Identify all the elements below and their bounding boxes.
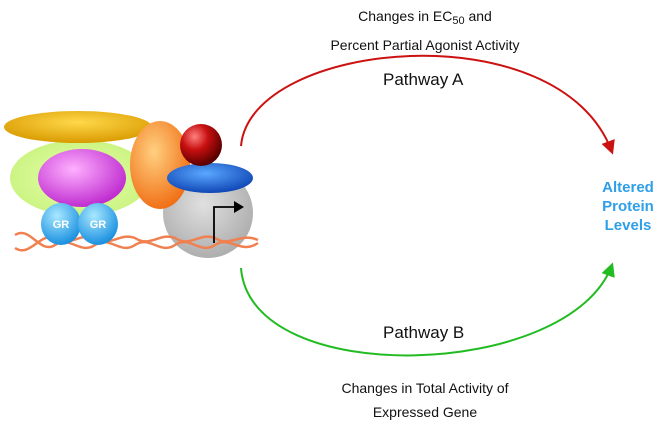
gr-monomer-1: [41, 203, 81, 245]
transcription-arrowhead: [234, 201, 244, 213]
outcome-line1: Altered: [602, 179, 654, 196]
pathway-a-caption-line2: Percent Partial Agonist Activity: [330, 37, 520, 53]
gold-coactivator-shape: [4, 111, 152, 143]
pathway-b-arrow: [240, 262, 615, 357]
receptor-complex: GR GR: [4, 111, 259, 258]
pathway-b-caption-line2: Expressed Gene: [372, 404, 478, 420]
gr-label-2: GR: [90, 219, 107, 231]
transcription-start-arrow: [213, 206, 236, 243]
pathway-a-label: Pathway A: [383, 70, 464, 89]
red-ligand-sphere: [180, 124, 222, 166]
pathway-b-caption: Changes in Total Activity of Expressed G…: [300, 376, 550, 424]
outcome-line2: Protein: [602, 198, 654, 215]
outcome-label: Altered Protein Levels: [593, 178, 663, 235]
gr-monomer-2: [78, 203, 118, 245]
pathway-a-caption: Changes in EC50 and Percent Partial Agon…: [300, 4, 550, 57]
pink-coactivator-shape: [38, 149, 126, 207]
pathway-b-caption-line1: Changes in Total Activity of: [341, 380, 509, 396]
orange-factor-shape: [130, 121, 190, 209]
pathway-a-caption-line1: Changes in EC50 and: [358, 8, 492, 27]
pathway-b-label: Pathway B: [383, 323, 465, 342]
gr-label-1: GR: [53, 219, 70, 231]
pathway-a-arrow: [240, 54, 615, 155]
outcome-line3: Levels: [604, 217, 652, 234]
blue-factor-shape: [167, 163, 253, 193]
